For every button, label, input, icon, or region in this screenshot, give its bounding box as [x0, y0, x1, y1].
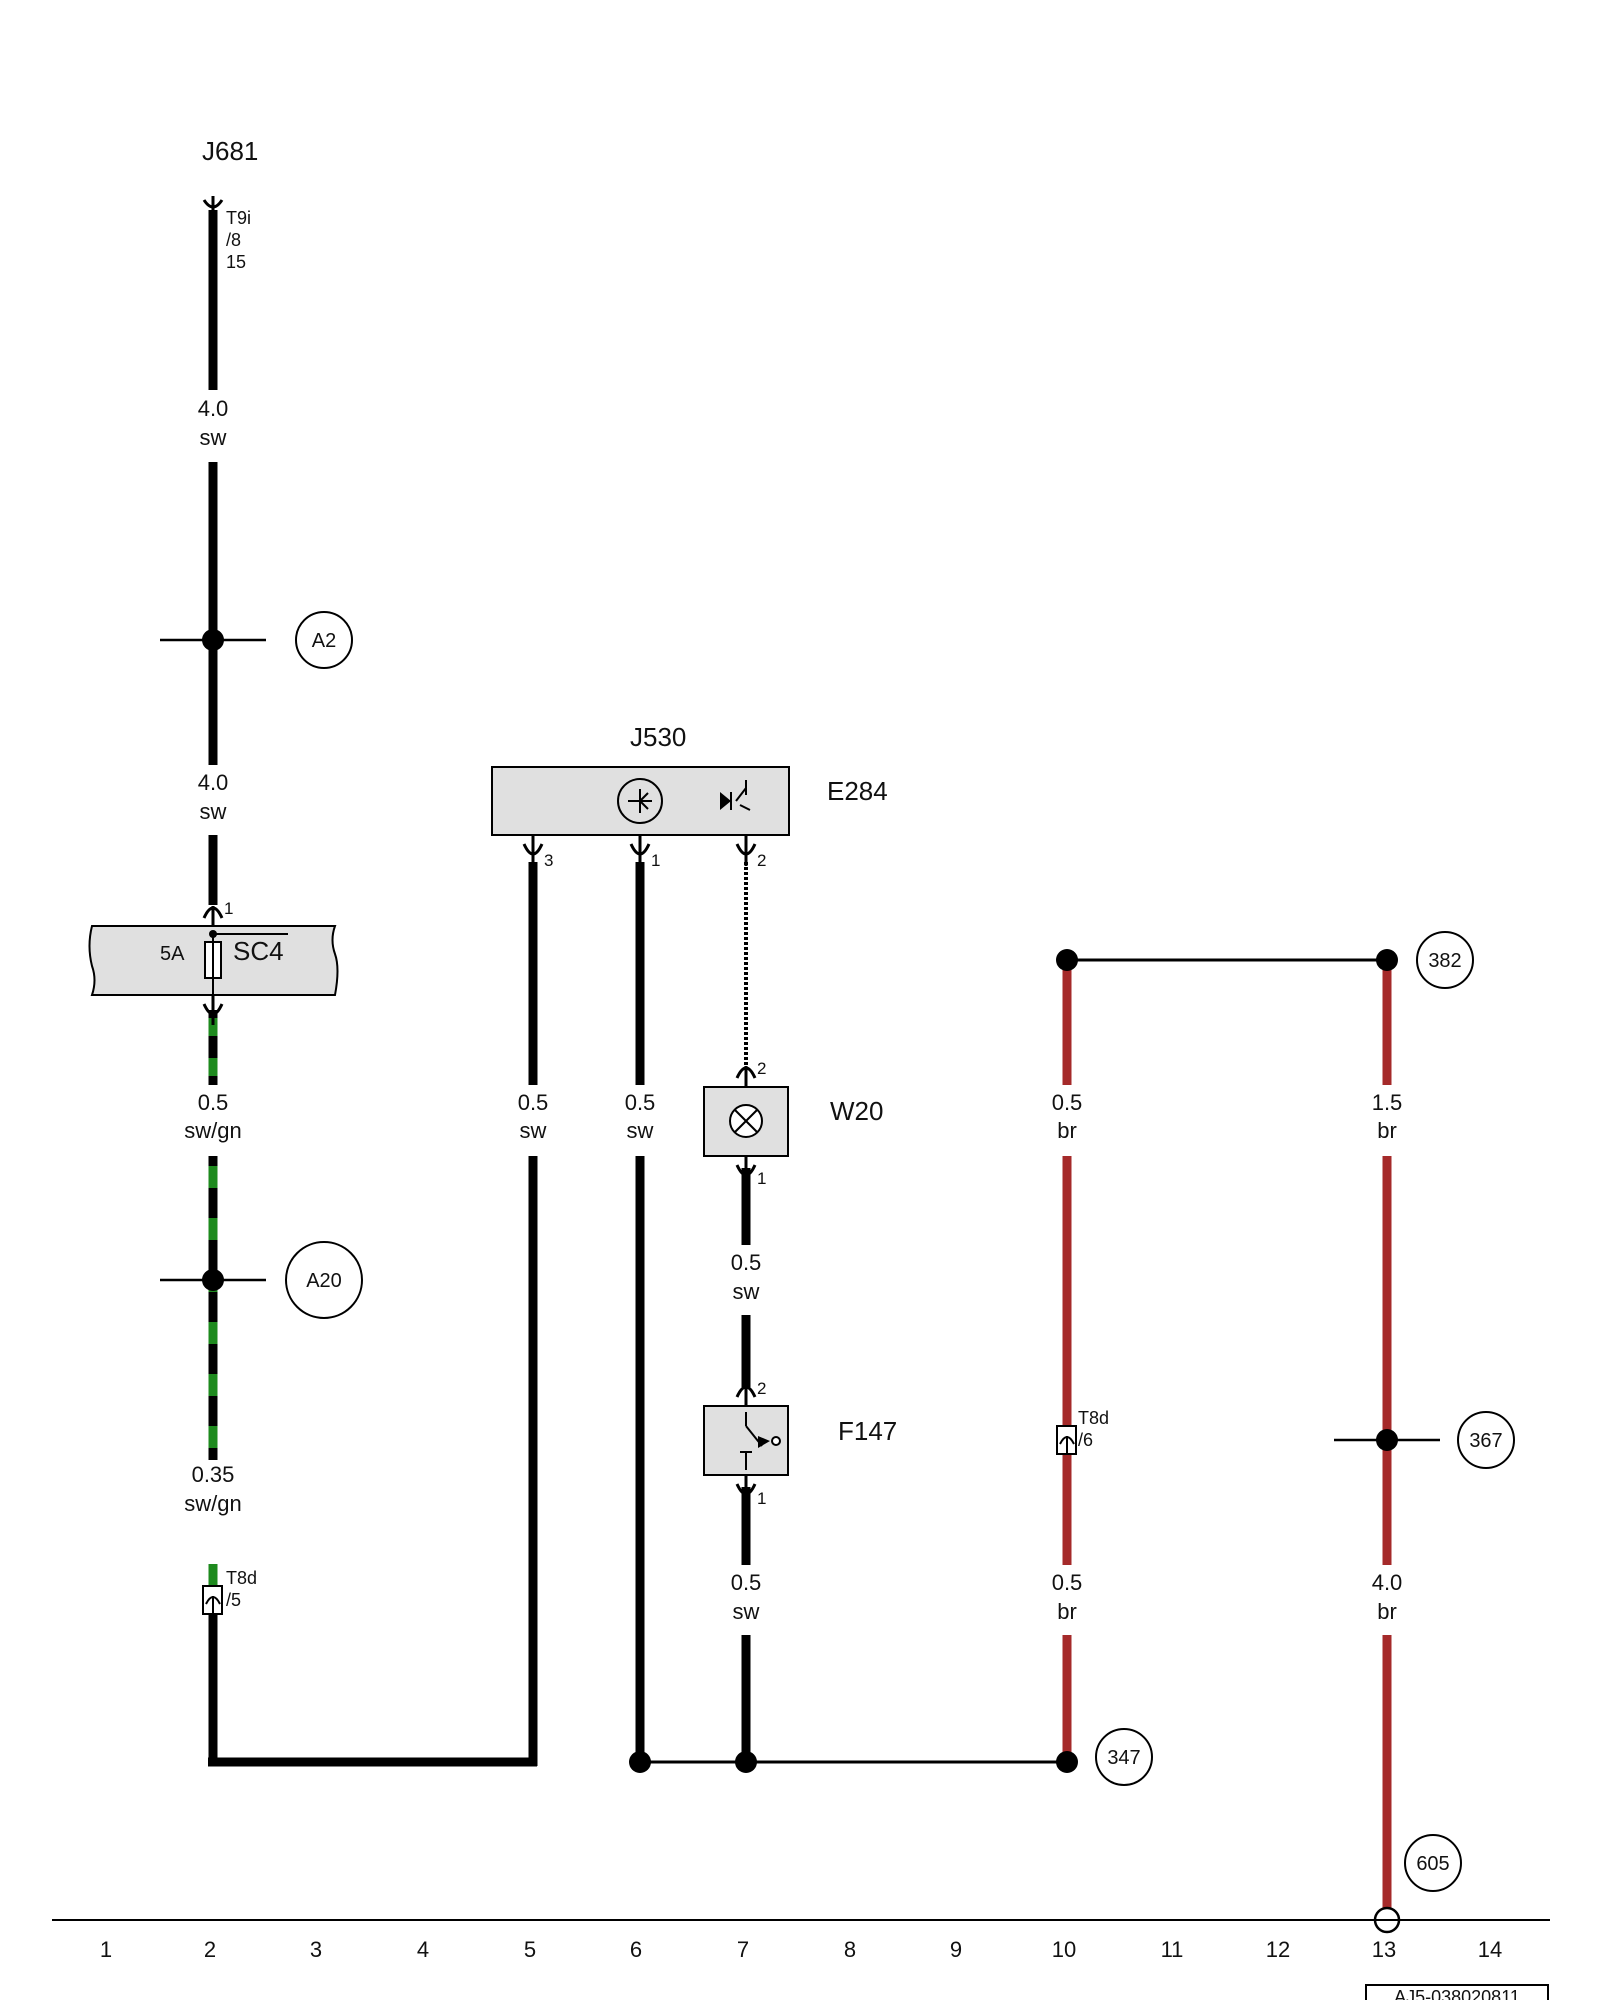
wire-size-label: 4.0: [1372, 1570, 1403, 1595]
column-number: 9: [950, 1937, 962, 1962]
label-sc4: SC4: [233, 936, 284, 966]
wire-size-label: 1.5: [1372, 1090, 1403, 1115]
connector-t8d-5: [202, 1585, 223, 1615]
label-e284: E284: [827, 776, 888, 806]
label-t9i: T9i: [226, 208, 251, 228]
wire-color-label: sw/gn: [184, 1491, 241, 1516]
column-number: 8: [844, 1937, 856, 1962]
splice-a2: [160, 629, 266, 651]
connector-t8d-6: [1056, 1425, 1077, 1455]
control-unit-j530: [491, 766, 790, 836]
wire-color-label: br: [1057, 1118, 1077, 1143]
column-number: 10: [1052, 1937, 1076, 1962]
wire-color-label: sw: [200, 799, 227, 824]
splice-367: [1334, 1429, 1440, 1451]
wire-color-label: br: [1377, 1599, 1397, 1624]
pin-label: 2: [757, 1059, 766, 1078]
column-number: 3: [310, 1937, 322, 1962]
wire-color-label: sw/gn: [184, 1118, 241, 1143]
pin-label: 1: [224, 899, 233, 918]
reference-label: A20: [306, 1270, 342, 1292]
wire-size-label: 0.5: [1052, 1090, 1083, 1115]
switch-f147: [703, 1405, 789, 1476]
wire-size-label: 0.5: [731, 1570, 762, 1595]
wire-color-label: sw: [733, 1599, 760, 1624]
column-number: 7: [737, 1937, 749, 1962]
junction-dot: [735, 1751, 757, 1773]
junction-dot: [1376, 949, 1398, 971]
reference-label: 347: [1107, 1747, 1140, 1769]
wire-color-label: sw: [627, 1118, 654, 1143]
button-symbol-icon: [617, 778, 663, 824]
label-t9i-term: 15: [226, 252, 246, 272]
wire-size-label: 4.0: [198, 770, 229, 795]
splice-a20: [160, 1269, 266, 1291]
column-number: 1: [100, 1937, 112, 1962]
reference-circles: [285, 611, 1515, 1892]
reference-label: 367: [1469, 1430, 1502, 1452]
fuse-holder-sc: [88, 925, 339, 996]
pin-hook-icon: [202, 196, 757, 1504]
wire-size-label: 0.5: [1052, 1570, 1083, 1595]
switch-icon: [740, 1412, 781, 1470]
label-t8d-5-pin: /5: [226, 1590, 241, 1610]
wire-bottom-loop: [208, 862, 538, 1767]
diagram-code-box: [1365, 1984, 1549, 2000]
label-t8d-6: T8d: [1078, 1408, 1109, 1428]
wire-size-label: 0.35: [192, 1462, 235, 1487]
wire-color-label: sw: [733, 1279, 760, 1304]
pin-label: 2: [757, 1379, 766, 1398]
wire-size-label: 0.5: [731, 1250, 762, 1275]
column-number: 11: [1161, 1937, 1184, 1962]
pin-label: 2: [757, 851, 766, 870]
column-number: 5: [524, 1937, 536, 1962]
column-number: 4: [417, 1937, 429, 1962]
label-w20: W20: [830, 1096, 883, 1126]
pin-label: 1: [757, 1169, 766, 1188]
wire-size-label: 4.0: [198, 396, 229, 421]
column-number: 14: [1478, 1937, 1502, 1962]
pin-label: 1: [651, 851, 660, 870]
column-number: 2: [204, 1937, 216, 1962]
pin-label: 3: [544, 851, 553, 870]
wire-color-label: br: [1377, 1118, 1397, 1143]
junction-dot: [1056, 1751, 1078, 1773]
label-f147: F147: [838, 1416, 897, 1446]
wire-size-label: 0.5: [625, 1090, 656, 1115]
pin-label: 1: [757, 1489, 766, 1508]
column-number: 13: [1372, 1937, 1396, 1962]
column-number: 6: [630, 1937, 642, 1962]
wire-color-label: sw: [520, 1118, 547, 1143]
reference-label: 382: [1428, 950, 1461, 972]
reference-label: 605: [1416, 1853, 1449, 1875]
wire-color-label: br: [1057, 1599, 1077, 1624]
label-fuse-rating: 5A: [160, 943, 185, 965]
column-number: 12: [1266, 1937, 1290, 1962]
label-j530: J530: [630, 722, 686, 752]
label-t8d-5: T8d: [226, 1568, 257, 1588]
wire-color-label: sw: [200, 425, 227, 450]
label-j681: J681: [202, 136, 258, 166]
junction-dot: [629, 1751, 651, 1773]
junction-dot: [1056, 949, 1078, 971]
label-t9i-pin: /8: [226, 230, 241, 250]
diagram-code: AJ5-038020811: [1394, 1987, 1520, 2000]
wire-size-label: 0.5: [518, 1090, 549, 1115]
wire-size-label: 0.5: [198, 1090, 229, 1115]
reference-label: A2: [312, 630, 336, 652]
lamp-w20: [703, 1086, 789, 1157]
label-t8d-6-pin: /6: [1078, 1430, 1093, 1450]
led-diode-icon: [720, 780, 751, 811]
